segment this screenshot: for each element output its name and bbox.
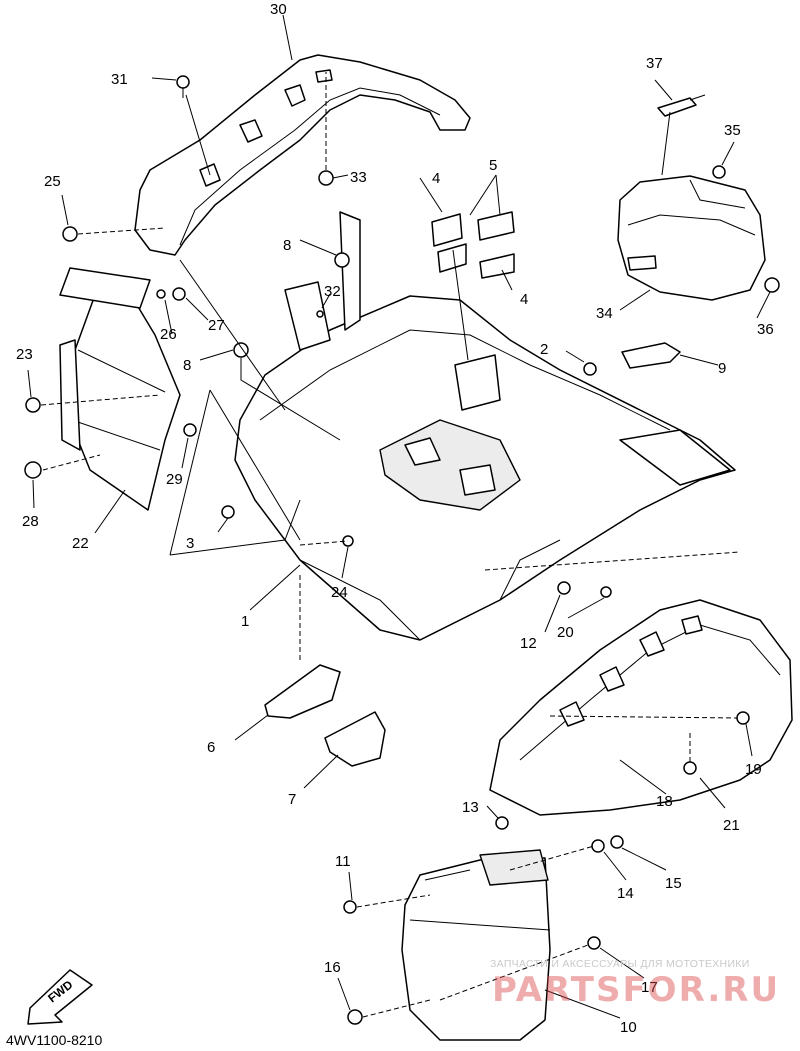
part-22-left-mud-flap: [59, 284, 181, 511]
watermark-logo: PARTSFOR.RU: [492, 970, 781, 1010]
callout-25: 25: [44, 173, 61, 190]
part-1-rear-fender: [234, 295, 736, 641]
fasteners: [24, 75, 780, 1025]
callout-13: 13: [462, 799, 479, 816]
callout-31: 31: [111, 71, 128, 88]
callout-36: 36: [757, 321, 774, 338]
callout-6: 6: [207, 739, 215, 756]
callout-24: 24: [331, 584, 348, 601]
callout-18: 18: [656, 793, 673, 810]
labels-4-5: [431, 211, 515, 279]
part-10-rear-mud-flap: [401, 849, 551, 1041]
callout-16: 16: [324, 959, 341, 976]
diagram-reference-code: 4WV1100-8210: [6, 1032, 103, 1048]
callout-8-mid: 8: [183, 357, 191, 374]
callout-7: 7: [288, 791, 296, 808]
callout-1: 1: [241, 613, 249, 630]
part-37-key: [657, 94, 706, 117]
callout-32: 32: [324, 283, 341, 300]
callout-8-top: 8: [283, 237, 291, 254]
callout-30: 30: [270, 1, 287, 18]
callout-3: 3: [186, 535, 194, 552]
callout-4-top: 4: [432, 170, 440, 187]
part-18-fender-extension: [489, 599, 793, 816]
callout-23: 23: [16, 346, 33, 363]
callout-20: 20: [557, 624, 574, 641]
callout-35: 35: [724, 122, 741, 139]
callout-22: 22: [72, 535, 89, 552]
callout-33: 33: [350, 169, 367, 186]
callout-numbers: 30 31 33 25 8 32 8 4 5 4 37 35 34 36 2 9…: [16, 1, 774, 1036]
callout-19: 19: [745, 761, 762, 778]
leader-lines: [27, 14, 771, 1019]
part-6-bracket: [264, 664, 341, 719]
callout-15: 15: [665, 875, 682, 892]
callout-4-bottom: 4: [520, 291, 528, 308]
callout-28: 28: [22, 513, 39, 530]
callout-2: 2: [540, 341, 548, 358]
callout-34: 34: [596, 305, 613, 322]
callout-17: 17: [641, 979, 658, 996]
callout-21: 21: [723, 817, 740, 834]
label-plate-32: [284, 281, 331, 351]
callout-5: 5: [489, 157, 497, 174]
callout-9: 9: [718, 360, 726, 377]
label-strip: [339, 211, 361, 331]
part-34-tool-box: [617, 175, 766, 301]
part-30-rear-guard: [134, 54, 471, 256]
callout-10: 10: [620, 1019, 637, 1036]
callout-14: 14: [617, 885, 634, 902]
callout-27: 27: [208, 317, 225, 334]
callout-37: 37: [646, 55, 663, 72]
fwd-arrow: FWD: [27, 969, 93, 1025]
callout-26: 26: [160, 326, 177, 343]
part-7-bracket: [324, 711, 386, 767]
callout-12: 12: [520, 635, 537, 652]
bracket-plate: [59, 267, 151, 309]
watermark-caption: ЗАПЧАСТИ И АКСЕССУАРЫ ДЛЯ МОТОТЕХНИКИ: [490, 958, 750, 970]
callout-11: 11: [335, 853, 351, 870]
callout-29: 29: [166, 471, 183, 488]
part-9-pad: [621, 342, 681, 369]
